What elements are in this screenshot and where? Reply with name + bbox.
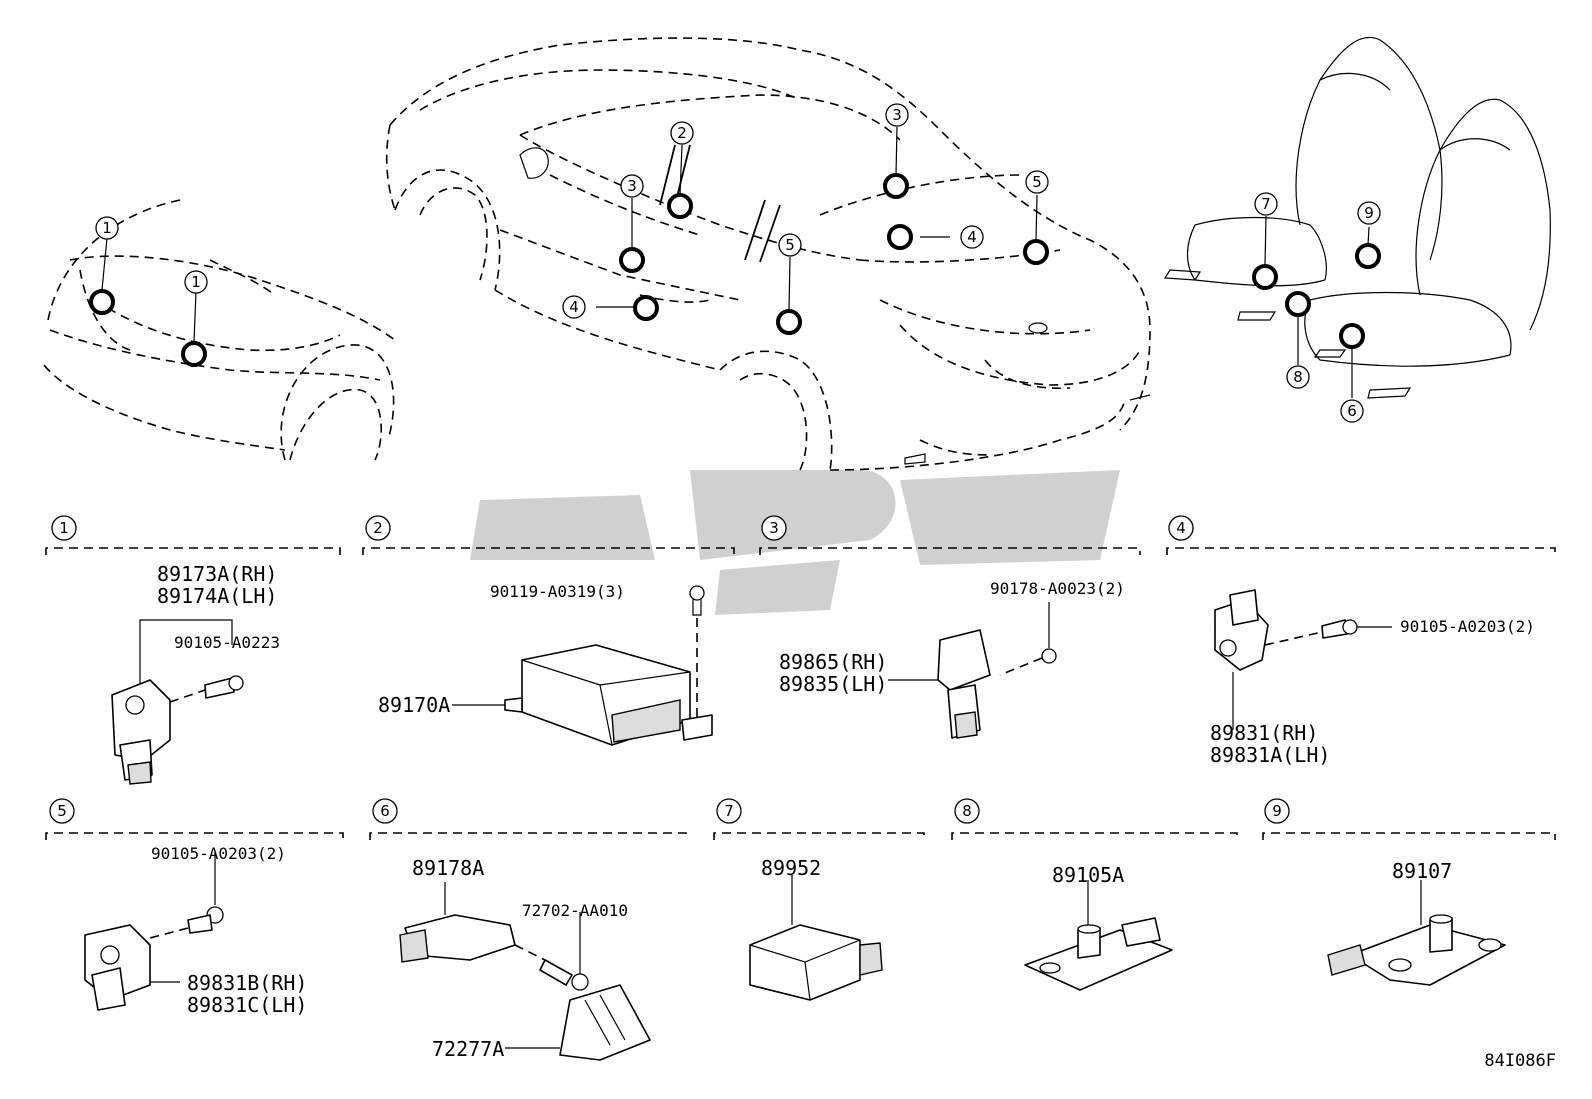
callout-number: 1 xyxy=(191,273,201,291)
section-number: 8 xyxy=(962,802,972,820)
callout-number: 7 xyxy=(1261,195,1271,213)
callout-circles xyxy=(95,103,1381,423)
section-number: 2 xyxy=(373,519,383,537)
section-number: 6 xyxy=(380,802,390,820)
part-number-label: 89178A xyxy=(412,856,485,880)
section-number: 7 xyxy=(724,802,734,820)
part-number-label: 89105A xyxy=(1052,863,1125,887)
callout-number: 3 xyxy=(627,177,637,195)
callout-number: 5 xyxy=(1032,173,1042,191)
part-number-label: 89173A(RH) xyxy=(157,562,278,586)
bolt-part-number: 90105-A0203(2) xyxy=(1400,617,1535,636)
section-number: 1 xyxy=(59,519,69,537)
part-number-label: 89952 xyxy=(761,856,822,880)
front-car-view xyxy=(43,199,396,461)
callout-number: 6 xyxy=(1347,402,1357,420)
seats-view xyxy=(1163,36,1551,399)
bolt-part-number: 90105-A0203(2) xyxy=(151,844,286,863)
callout-number: 1 xyxy=(102,219,112,237)
section-8-parts xyxy=(1024,880,1173,991)
bolt-part-number: 90105-A0223 xyxy=(174,633,280,652)
section-7-parts xyxy=(749,875,883,1001)
bolt-part-number: 72702-AA010 xyxy=(522,901,628,920)
part-number-label: 89831A(LH) xyxy=(1210,743,1331,767)
part-number-label: 89831(RH) xyxy=(1210,721,1319,745)
part-number-label: 72277A xyxy=(432,1037,505,1061)
part-number-label: 89835(LH) xyxy=(779,672,888,696)
nut-part-number: 90178-A0023(2) xyxy=(990,579,1125,598)
part-number-label: 89170A xyxy=(378,693,451,717)
section-number: 5 xyxy=(57,802,67,820)
section-6-parts xyxy=(399,882,651,1061)
watermark-logo xyxy=(470,470,1120,615)
section-3-parts xyxy=(888,602,1057,739)
diagram-code: 84I086F xyxy=(1484,1051,1556,1071)
section-1-parts xyxy=(111,619,244,785)
part-number-label: 89831C(LH) xyxy=(187,993,308,1017)
callout-number: 8 xyxy=(1293,368,1303,386)
callout-number: 5 xyxy=(785,236,795,254)
callout-leaders xyxy=(101,126,1370,398)
part-number-label: 89174A(LH) xyxy=(157,584,278,608)
location-rings xyxy=(89,173,1381,367)
part-number-label: 89865(RH) xyxy=(779,650,888,674)
callout-number: 4 xyxy=(569,298,579,316)
section-number: 9 xyxy=(1272,802,1282,820)
main-car-view xyxy=(385,37,1151,471)
callout-number: 3 xyxy=(892,106,902,124)
section-4-parts xyxy=(1214,589,1392,730)
callout-number: 4 xyxy=(967,228,977,246)
callout-number: 9 xyxy=(1364,204,1374,222)
bolt-part-number: 90119-A0319(3) xyxy=(490,582,625,601)
section-number: 4 xyxy=(1176,519,1186,537)
section-5-parts xyxy=(84,852,224,1011)
section-2-parts xyxy=(452,585,713,746)
section-brackets xyxy=(45,515,1556,840)
section-9-parts xyxy=(1327,880,1506,986)
section-number: 3 xyxy=(769,519,779,537)
callout-number: 2 xyxy=(677,124,687,142)
part-number-label: 89107 xyxy=(1392,859,1453,883)
part-number-label: 89831B(RH) xyxy=(187,971,308,995)
